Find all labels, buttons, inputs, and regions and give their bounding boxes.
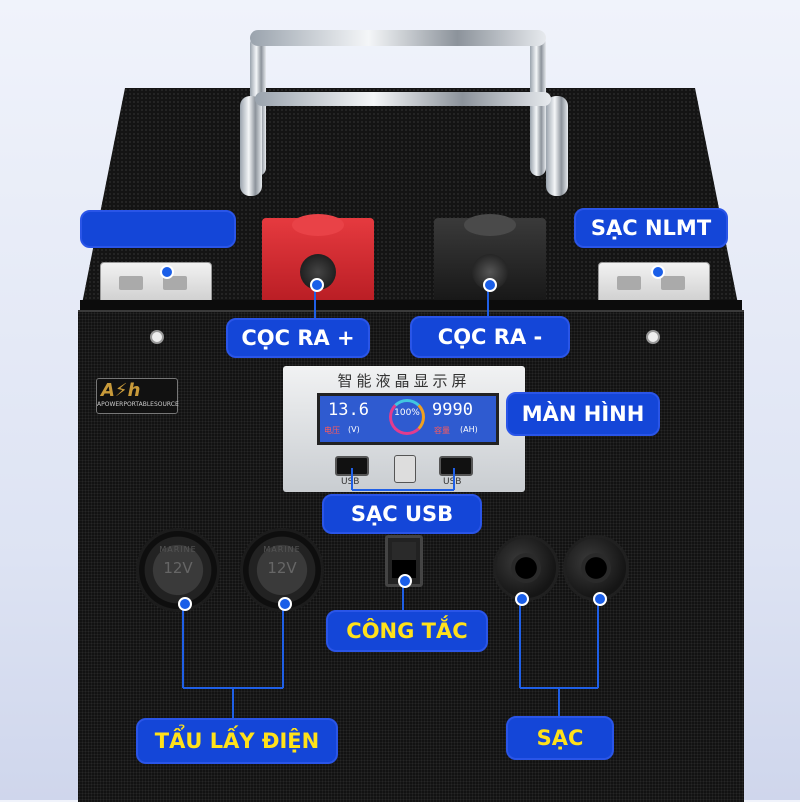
capacity-label: 容量: [434, 426, 450, 435]
voltage-unit: (V): [348, 425, 360, 434]
callout-dot: [178, 597, 192, 611]
usb-port-right[interactable]: [439, 456, 473, 476]
callout-dot: [278, 597, 292, 611]
charge-port-hole: [511, 553, 541, 583]
label-switch: CÔNG TẮC: [326, 610, 488, 652]
socket-voltage-text: 12V: [267, 559, 297, 577]
lcd-screen: 13.6 电压 (V) 100% 9990 容量 (AH): [317, 393, 499, 445]
screw: [646, 330, 660, 344]
usb-label-right: USB: [443, 477, 462, 487]
socket-voltage-text: 12V: [163, 559, 193, 577]
anderson-slot: [661, 276, 685, 290]
socket-marine-text: MARINE: [159, 545, 197, 554]
callout-dot: [651, 265, 665, 279]
callout-dot: [515, 592, 529, 606]
label-power-outlets: TẨU LẤY ĐIỆN: [136, 718, 338, 764]
battery-percent: 100%: [394, 408, 420, 418]
brand-logo: A⚡h APOWERPORTABLESOURCE: [96, 378, 179, 414]
anderson-connector-left: [100, 262, 212, 304]
label-output-negative: CỌC RA -: [410, 316, 570, 358]
label-unlabeled-connector: [80, 210, 236, 248]
callout-dot: [398, 574, 412, 588]
battery-ring-icon: [389, 399, 425, 435]
callout-dot: [160, 265, 174, 279]
voltage-label: 电压: [324, 426, 340, 435]
anderson-slot: [617, 276, 641, 290]
logo-text: APOWERPORTABLESOURCE: [97, 401, 179, 408]
label-display: MÀN HÌNH: [506, 392, 660, 436]
anderson-slot: [163, 276, 187, 290]
label-solar-charge: SẠC NLMT: [574, 208, 728, 248]
screw: [150, 330, 164, 344]
handle-lower-left: [240, 96, 262, 196]
handle-lower-bar: [255, 92, 551, 106]
callout-dot: [593, 592, 607, 606]
label-output-positive: CỌC RA +: [226, 318, 370, 358]
charge-port-hole: [581, 553, 611, 583]
terminal-negative-cap: [464, 214, 516, 236]
rocker-switch-toggle[interactable]: [392, 542, 416, 578]
logo-mark: A⚡h: [101, 380, 141, 401]
voltage-value: 13.6: [328, 400, 369, 420]
callout-dot: [310, 278, 324, 292]
handle-top-bar: [250, 30, 546, 46]
label-charge: SẠC: [506, 716, 614, 760]
terminal-positive: [262, 214, 374, 310]
usb-label-left: USB: [341, 477, 360, 487]
socket-marine-text: MARINE: [263, 545, 301, 554]
cigarette-socket-left[interactable]: MARINE 12V: [136, 528, 220, 612]
handle-lower-right: [546, 96, 568, 196]
handle-right-post: [530, 36, 546, 176]
terminal-positive-cap: [292, 214, 344, 236]
capacity-unit: (AH): [460, 425, 478, 434]
capacity-value: 9990: [432, 400, 473, 420]
label-usb-charge: SẠC USB: [322, 494, 482, 534]
panel-title: 智能液晶显示屏: [337, 372, 471, 390]
display-power-button[interactable]: [394, 455, 416, 483]
anderson-slot: [119, 276, 143, 290]
callout-dot: [483, 278, 497, 292]
